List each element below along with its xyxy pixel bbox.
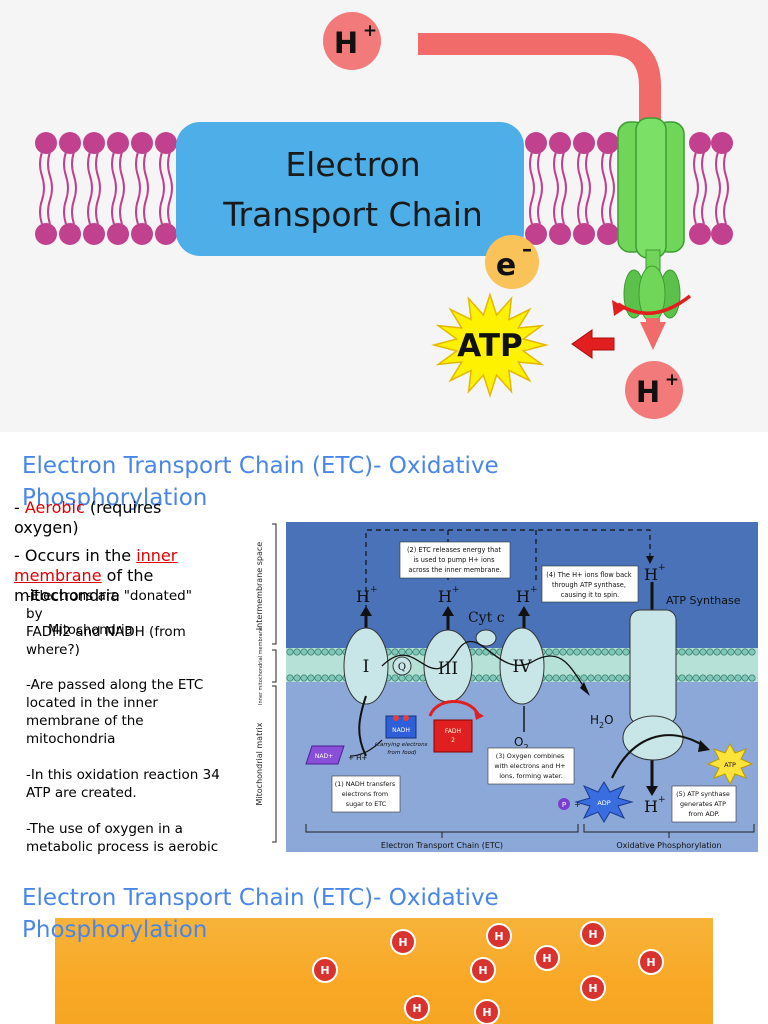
passed-along-text: -Are passed along the ETC located in the… bbox=[26, 677, 204, 747]
cyt-c-label: Cyt c bbox=[468, 610, 505, 626]
svg-text:+: + bbox=[452, 585, 460, 595]
svg-text:–: – bbox=[522, 237, 532, 261]
svg-text:ADP: ADP bbox=[597, 799, 610, 807]
svg-text:H: H bbox=[646, 956, 655, 969]
electrons-donated-text: -Electrons are "donated" by FADH2 and NA… bbox=[26, 588, 192, 658]
nad-plus-icon: NAD+ bbox=[305, 745, 345, 765]
svg-text:P: P bbox=[562, 801, 566, 809]
footer-oxphos: Oxidative Phosphorylation bbox=[616, 841, 721, 850]
nadh-caption: (carrying electrons from food) bbox=[375, 742, 430, 756]
hplus-label-synthase-bottom: H bbox=[644, 797, 658, 816]
note-5: (5) ATP synthase generates ATP from ADP. bbox=[676, 790, 732, 818]
svg-text:H: H bbox=[320, 964, 329, 977]
atp-created-text: -In this oxidation reaction 34 ATP are c… bbox=[26, 767, 220, 801]
membrane-illustration: Electron Transport Chain H + H bbox=[35, 12, 733, 419]
lipid-bilayer bbox=[35, 132, 733, 245]
svg-text:FADH: FADH bbox=[445, 728, 461, 735]
atp-starburst-icon: ATP bbox=[431, 292, 549, 398]
svg-text:H: H bbox=[482, 1006, 491, 1019]
bullet-aerobic: - Aerobic (requires oxygen) bbox=[14, 498, 162, 537]
proton-gradient-panel: H H H H H H H H H H bbox=[55, 918, 713, 1024]
fadh2-icon: FADH 2 bbox=[428, 700, 484, 753]
slide-2-title: Electron Transport Chain (ETC)- Oxidativ… bbox=[22, 453, 499, 511]
label-intermembrane: Intermembrane space bbox=[255, 542, 264, 630]
note-4: (4) The H+ ions flow back through ATP sy… bbox=[546, 571, 633, 599]
complex-iv-icon: IV bbox=[499, 627, 545, 705]
svg-text:H: H bbox=[334, 26, 358, 60]
svg-text:+: + bbox=[665, 370, 679, 390]
svg-text:+: + bbox=[363, 21, 377, 41]
footer-etc: Electron Transport Chain (ETC) bbox=[381, 841, 503, 850]
svg-text:NAD+: NAD+ bbox=[315, 753, 333, 760]
svg-text:+: + bbox=[658, 795, 666, 805]
atp-synthase-icon bbox=[612, 117, 692, 350]
svg-text:Q: Q bbox=[398, 662, 406, 673]
svg-text:e: e bbox=[496, 248, 516, 283]
slide-1: Electron Transport Chain H + H bbox=[0, 0, 768, 432]
red-left-arrow-icon bbox=[571, 329, 615, 359]
hplus-label-1: H bbox=[356, 587, 370, 606]
electron-icon: e – bbox=[485, 235, 539, 289]
etc-label-line1: Electron bbox=[285, 145, 420, 184]
o2-label: O2 bbox=[514, 735, 529, 752]
mitochondria-overlap-label: Mitochondria bbox=[48, 623, 133, 638]
etc-box bbox=[176, 122, 524, 256]
proton-bottom-icon: H + bbox=[625, 361, 683, 419]
coenzyme-q-icon: Q bbox=[392, 656, 412, 676]
slide-2: Electron Transport Chain (ETC)- Oxidativ… bbox=[0, 432, 768, 864]
proton-field: H H H H H H H H H H bbox=[312, 921, 664, 1024]
proton-top-icon: H + bbox=[323, 12, 381, 70]
svg-text:ATP: ATP bbox=[457, 328, 522, 364]
aerobic-term: Aerobic bbox=[24, 498, 85, 517]
aerobic-process-text: -The use of oxygen in a metabolic proces… bbox=[26, 821, 219, 855]
plus-h-label: + H+ bbox=[348, 754, 367, 762]
svg-text:H: H bbox=[588, 928, 597, 941]
svg-text:III: III bbox=[438, 659, 458, 679]
slide-3-title: Electron Transport Chain (ETC)- Oxidativ… bbox=[22, 885, 499, 943]
proton-flow-arrow bbox=[418, 33, 661, 130]
note-1: (1) NADH transfers electrons from sugar … bbox=[335, 780, 398, 808]
etc-label-line2: Transport Chain bbox=[222, 195, 483, 234]
svg-text:H: H bbox=[542, 952, 551, 965]
svg-text:NADH: NADH bbox=[392, 727, 410, 734]
svg-text:H: H bbox=[478, 964, 487, 977]
etc-diagram: Intermembrane space Inner mitochondrial … bbox=[232, 520, 758, 852]
cytochrome-c-icon bbox=[475, 629, 497, 647]
svg-text:H: H bbox=[398, 936, 407, 949]
nadh-icon: NADH bbox=[385, 715, 417, 739]
p-icon: P bbox=[558, 798, 570, 810]
bullet-inner-membrane: - Occurs in the inner membrane of the mi… bbox=[14, 546, 178, 605]
slide-3: H H H H H H H H H H Electron Transport Chain (ETC… bbox=[0, 864, 768, 1024]
svg-text:IV: IV bbox=[513, 657, 533, 677]
label-matrix: Mitochondrial matrix bbox=[255, 722, 264, 805]
svg-text:+: + bbox=[370, 585, 378, 595]
svg-text:+: + bbox=[574, 800, 581, 809]
svg-text:+: + bbox=[658, 563, 666, 573]
svg-text:ATP: ATP bbox=[724, 761, 736, 769]
inner-membrane-link[interactable]: inner membrane bbox=[14, 546, 178, 585]
svg-text:H: H bbox=[636, 375, 660, 409]
hplus-label-4: H bbox=[516, 587, 530, 606]
atp-synthase-label: ATP Synthase bbox=[666, 594, 741, 607]
svg-text:I: I bbox=[363, 657, 370, 677]
svg-text:2: 2 bbox=[451, 737, 455, 744]
note-3: (3) Oxygen combines with electrons and H… bbox=[494, 752, 567, 780]
complex-iii-icon: III bbox=[423, 629, 473, 703]
svg-text:+: + bbox=[530, 585, 538, 595]
svg-text:H: H bbox=[494, 930, 503, 943]
h2o-label: H2O bbox=[590, 713, 614, 730]
label-inner-membrane: Inner mitochondrial membrane bbox=[258, 627, 264, 705]
adp-starburst-icon: ADP bbox=[574, 781, 634, 823]
svg-text:H: H bbox=[412, 1002, 421, 1015]
hplus-label-3: H bbox=[438, 587, 452, 606]
note-2: (2) ETC releases energy that is used to … bbox=[407, 546, 503, 574]
atp-yellow-starburst-icon: ATP bbox=[706, 742, 754, 786]
hplus-label-synthase-top: H bbox=[644, 565, 658, 584]
svg-text:H: H bbox=[588, 982, 597, 995]
complex-i-icon: I bbox=[343, 627, 389, 705]
